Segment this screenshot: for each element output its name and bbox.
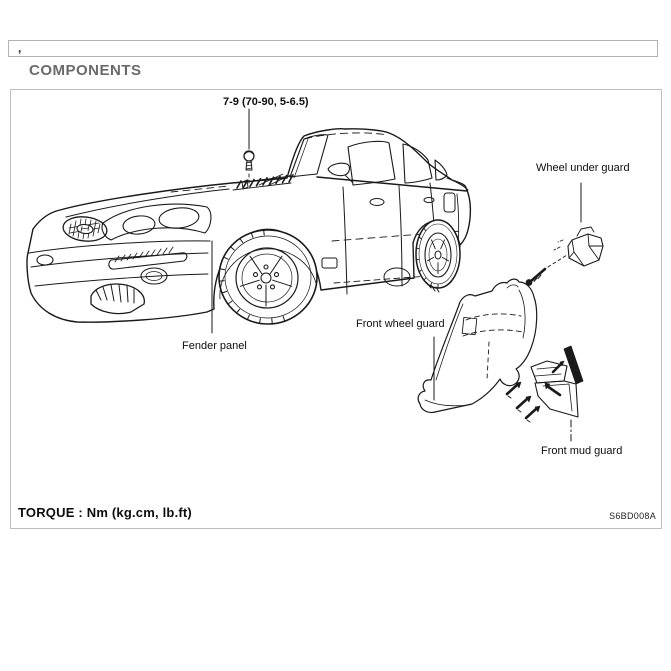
front-mud-guard-label: Front mud guard	[541, 445, 623, 457]
page-title: COMPONENTS	[29, 62, 142, 79]
grille	[62, 216, 108, 242]
components-diagram-art	[26, 108, 604, 442]
car-illustration	[26, 128, 472, 325]
fender-panel-label: Fender panel	[182, 340, 247, 352]
components-figure: 7-9 (70-90, 5-6.5) Wheel under guard Fen…	[10, 89, 662, 529]
mounting-bolt-icon	[241, 108, 255, 190]
screw-icon	[525, 254, 568, 286]
front-wheel-guard-part	[417, 278, 538, 414]
wheel-under-guard-part	[525, 226, 604, 286]
top-note-text: ,	[18, 41, 22, 55]
far-side-wheel	[90, 283, 145, 315]
wheel-under-guard-label: Wheel under guard	[536, 162, 630, 174]
front-wheel-guard-label: Front wheel guard	[356, 318, 445, 330]
rear-wheel	[415, 219, 461, 293]
top-note-box: ,	[8, 40, 658, 57]
front-bumper	[28, 240, 211, 287]
front-wheel	[218, 229, 318, 325]
front-mud-guard-part	[505, 345, 584, 423]
torque-spec-callout: 7-9 (70-90, 5-6.5)	[223, 96, 309, 108]
torque-legend: TORQUE : Nm (kg.cm, lb.ft)	[18, 505, 192, 520]
headlamp	[101, 203, 212, 241]
mud-guard-screw-icons	[505, 360, 565, 423]
figure-code: S6BD008A	[609, 511, 656, 521]
